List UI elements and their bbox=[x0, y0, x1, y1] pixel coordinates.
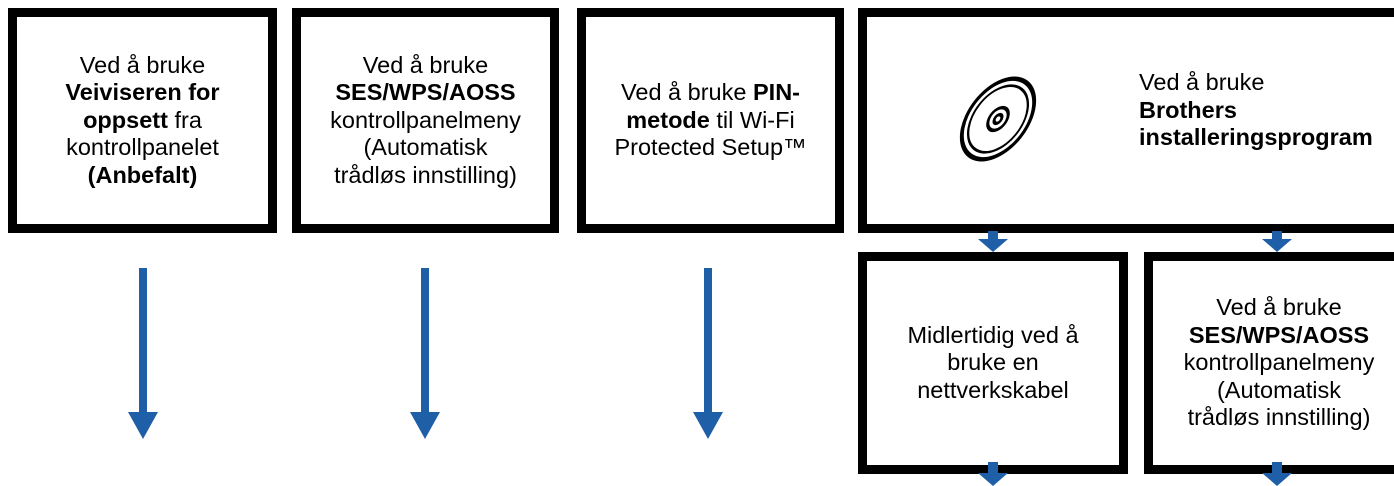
pin-rest2: til Wi-Fi bbox=[709, 106, 795, 133]
pin-option-text: Ved å bruke PIN- metode til Wi-Fi Protec… bbox=[614, 79, 806, 162]
wizard-option-box: Ved å bruke Veiviseren for oppsett fra k… bbox=[8, 8, 277, 233]
arrow-down-icon bbox=[693, 268, 723, 439]
ses-line5: trådløs innstilling) bbox=[334, 161, 517, 188]
wizard-line1: Ved å bruke bbox=[79, 51, 206, 78]
ses-line3: kontrollpanelmeny bbox=[330, 106, 521, 133]
pin-method-option-box: Ved å bruke PIN- metode til Wi-Fi Protec… bbox=[577, 8, 844, 233]
ses-line4: (Automatisk bbox=[363, 134, 488, 161]
arrow-down-icon bbox=[1262, 231, 1292, 252]
installer-bold2: installeringsprogram bbox=[1139, 124, 1373, 150]
wizard-option-text: Ved å bruke Veiviseren for oppsett fra k… bbox=[65, 52, 219, 190]
ses2-line1: Ved å bruke bbox=[1216, 294, 1342, 321]
cable-option-text: Midlertidig ved å bruke en nettverkskabe… bbox=[907, 322, 1078, 405]
ses-wps-aoss-option-box-2: Ved å bruke SES/WPS/AOSS kontrollpanelme… bbox=[1144, 252, 1394, 474]
network-cable-option-box: Midlertidig ved å bruke en nettverkskabe… bbox=[858, 252, 1128, 474]
ses-line1: Ved å bruke bbox=[362, 51, 489, 78]
wizard-bold1: Veiviseren for bbox=[65, 79, 220, 106]
ses-wps-aoss-option-box: Ved å bruke SES/WPS/AOSS kontrollpanelme… bbox=[292, 8, 559, 233]
pin-pre1: Ved å bruke bbox=[621, 79, 753, 106]
ses2-bold1: SES/WPS/AOSS bbox=[1188, 321, 1370, 348]
ses2-line3: kontrollpanelmeny bbox=[1183, 349, 1375, 376]
wizard-bold2: oppsett bbox=[83, 106, 168, 133]
cable-line3: nettverkskabel bbox=[917, 376, 1069, 403]
installer-option-text: Ved å bruke Brothers installeringsprogra… bbox=[1139, 69, 1373, 152]
wizard-line3: kontrollpanelet bbox=[66, 134, 219, 161]
arrow-down-icon bbox=[978, 231, 1008, 252]
arrow-down-icon bbox=[128, 268, 158, 439]
ses-bold1: SES/WPS/AOSS bbox=[335, 79, 516, 106]
wizard-rest2: fra bbox=[167, 106, 202, 133]
pin-bold2: metode bbox=[626, 106, 710, 133]
arrow-down-icon bbox=[1262, 462, 1292, 486]
ses2-line4: (Automatisk bbox=[1216, 376, 1342, 403]
cable-line2: bruke en bbox=[947, 349, 1039, 376]
ses-option-text: Ved å bruke SES/WPS/AOSS kontrollpanelme… bbox=[330, 52, 521, 190]
pin-bold1: PIN- bbox=[752, 79, 800, 106]
arrow-down-icon bbox=[410, 268, 440, 439]
installer-line1: Ved å bruke bbox=[1139, 69, 1265, 95]
cd-disc-icon bbox=[955, 69, 1041, 169]
pin-line3: Protected Setup™ bbox=[614, 134, 807, 161]
ses2-option-text: Ved å bruke SES/WPS/AOSS kontrollpanelme… bbox=[1184, 294, 1375, 432]
installer-option-box: Ved å bruke Brothers installeringsprogra… bbox=[858, 8, 1394, 233]
ses2-line5: trådløs innstilling) bbox=[1187, 404, 1371, 431]
arrow-down-icon bbox=[978, 462, 1008, 486]
installer-bold1: Brothers bbox=[1139, 96, 1237, 123]
wizard-recommended: (Anbefalt) bbox=[87, 161, 198, 188]
cable-line1: Midlertidig ved å bbox=[907, 321, 1079, 348]
